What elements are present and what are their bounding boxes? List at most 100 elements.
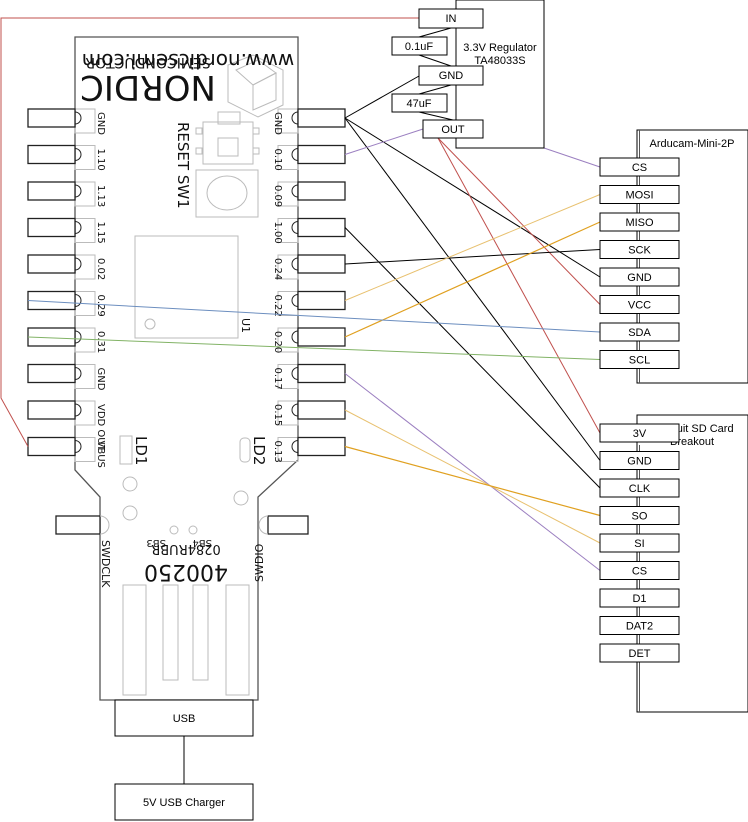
sdcard-pin-gnd <box>599 451 680 470</box>
sdcard-pin-dat2 <box>599 616 680 635</box>
camera-pin-label: GND <box>627 272 652 284</box>
left-pin-label: GND <box>95 368 106 391</box>
sdcard-pin-clk <box>599 478 680 498</box>
sdcard-pin-label: CS <box>632 566 647 578</box>
camera-pin-list: CS MOSI MISO SCK GND VCC SDA SCL <box>599 130 680 383</box>
swdio-label: SWDIO <box>253 543 266 582</box>
nordic-logo-icon <box>227 54 284 118</box>
right-pin-6 <box>297 327 346 347</box>
camera-pin-sck <box>599 240 680 259</box>
camera-pin-label: MISO <box>625 217 654 229</box>
cap-0.1uF-label: 0.1uF <box>405 41 433 53</box>
right-pin-7 <box>297 363 346 384</box>
right-pin-label: 0.17 <box>272 368 283 390</box>
camera-pin-gnd <box>599 267 680 287</box>
sdcard-title-2: Breakout <box>670 436 714 448</box>
swdclk-pad <box>55 515 101 535</box>
regulator-pin-gnd-label: GND <box>439 70 464 82</box>
left-pin-label: VDD OUT <box>95 404 106 452</box>
wire-0.29-to-cam-sda <box>27 300 601 333</box>
u1-label: U1 <box>239 318 252 333</box>
left-pin-1 <box>27 144 76 165</box>
charger <box>114 783 254 821</box>
wire-out-to-sd-3v <box>437 137 601 434</box>
sdcard-pin-label: 3V <box>633 428 647 440</box>
sdcard-pin-label: SO <box>632 511 648 523</box>
right-pin-label: 0.22 <box>272 295 283 317</box>
u1-chip <box>134 235 239 339</box>
regulator-pin-out-label: OUT <box>441 124 465 136</box>
right-pin-label: 0.13 <box>272 441 283 463</box>
wire-cap2-top <box>418 84 452 95</box>
swdclk-label: SWDCLK <box>99 540 112 588</box>
sdcard-pin-si <box>599 533 680 553</box>
sb4-label: SB4 <box>192 537 212 548</box>
left-pin-label: VBUS <box>95 441 106 468</box>
board-brand: NORDIC <box>80 67 216 107</box>
wire-0.10-purple <box>344 128 424 155</box>
cap-47uF <box>391 93 448 113</box>
wire-gnd-to-sd <box>344 117 601 461</box>
right-pin-label: 0.15 <box>272 404 283 426</box>
camera-pin-label: SDA <box>628 327 651 339</box>
regulator-pin-out <box>422 119 484 139</box>
camera-pin-label: VCC <box>628 300 651 312</box>
left-pin-label: 1.15 <box>95 222 106 244</box>
regulator-pin-in-label: IN <box>446 13 457 25</box>
wire-0.24-to-cam-sck <box>344 249 601 265</box>
right-pin-3 <box>297 217 346 238</box>
left-pin-0 <box>27 108 76 128</box>
sdcard-pin-label: SI <box>634 538 644 550</box>
right-pin-2 <box>297 181 346 201</box>
wire-1.00-to-sd-clk <box>344 227 601 489</box>
sb3-label: SB3 <box>146 537 166 548</box>
wire-out-to-cam-vcc <box>437 137 601 305</box>
board-url: www.nordicsemi.com <box>82 49 294 73</box>
camera-pin-label: SCL <box>629 355 650 367</box>
left-pin-label: 0.29 <box>95 295 106 317</box>
camera-pin-label: SCK <box>628 245 651 257</box>
left-pin-8 <box>27 400 76 420</box>
camera-title: Arducam-Mini-2P <box>650 138 735 150</box>
left-pin-3 <box>27 217 76 238</box>
right-pin-5 <box>297 290 346 311</box>
camera-pin-label: CS <box>632 162 647 174</box>
wires <box>0 17 601 571</box>
left-pin-label: 1.10 <box>95 149 106 171</box>
left-pin-4 <box>27 254 76 274</box>
left-pin-label: 0.31 <box>95 331 106 353</box>
right-pin-label: 0.24 <box>272 258 283 280</box>
right-pin-label: 1.00 <box>272 222 283 244</box>
cap-47uF-label: 47uF <box>406 98 431 110</box>
wire-cap2-bottom <box>418 111 454 121</box>
camera-pin-miso <box>599 212 680 232</box>
camera-pin-label: MOSI <box>625 190 653 202</box>
wire-gnd-to-reg <box>344 75 420 119</box>
wire-0.22-to-cam-mosi <box>344 194 601 301</box>
regulator-title-1: 3.3V Regulator <box>463 42 537 54</box>
board-company: SEMICONDUCTOR <box>85 54 211 70</box>
camera-pin-scl <box>599 350 680 369</box>
right-pin-label: 0.09 <box>272 185 283 207</box>
camera-pin-cs <box>599 157 680 177</box>
right-pin-9 <box>297 436 346 457</box>
ld1-label: LD1 <box>132 436 150 465</box>
sdcard-pin-cs <box>599 561 680 580</box>
sdcard-pin-3v <box>599 423 680 443</box>
sdcard-pin-label: CLK <box>629 483 651 495</box>
regulator-pin-gnd <box>418 65 484 86</box>
camera-pin-sda <box>599 322 680 342</box>
regulator-pin-in <box>418 8 484 29</box>
regulator-title-2: TA48033S <box>474 55 525 67</box>
wire-cap1-top <box>418 27 452 38</box>
charger-label: 5V USB Charger <box>143 797 225 809</box>
wire-0.31-to-cam-scl <box>27 336 601 360</box>
usb-connector <box>114 699 254 737</box>
wire-0.13-to-sd-so <box>344 445 601 517</box>
wire-0.17-to-sd-cs <box>344 373 601 571</box>
sdcard-pin-det <box>599 643 680 663</box>
wire-0.15-to-sd-si <box>344 409 601 544</box>
sdcard-pin-label: DAT2 <box>626 621 653 633</box>
board-model: 400250 <box>144 559 228 584</box>
